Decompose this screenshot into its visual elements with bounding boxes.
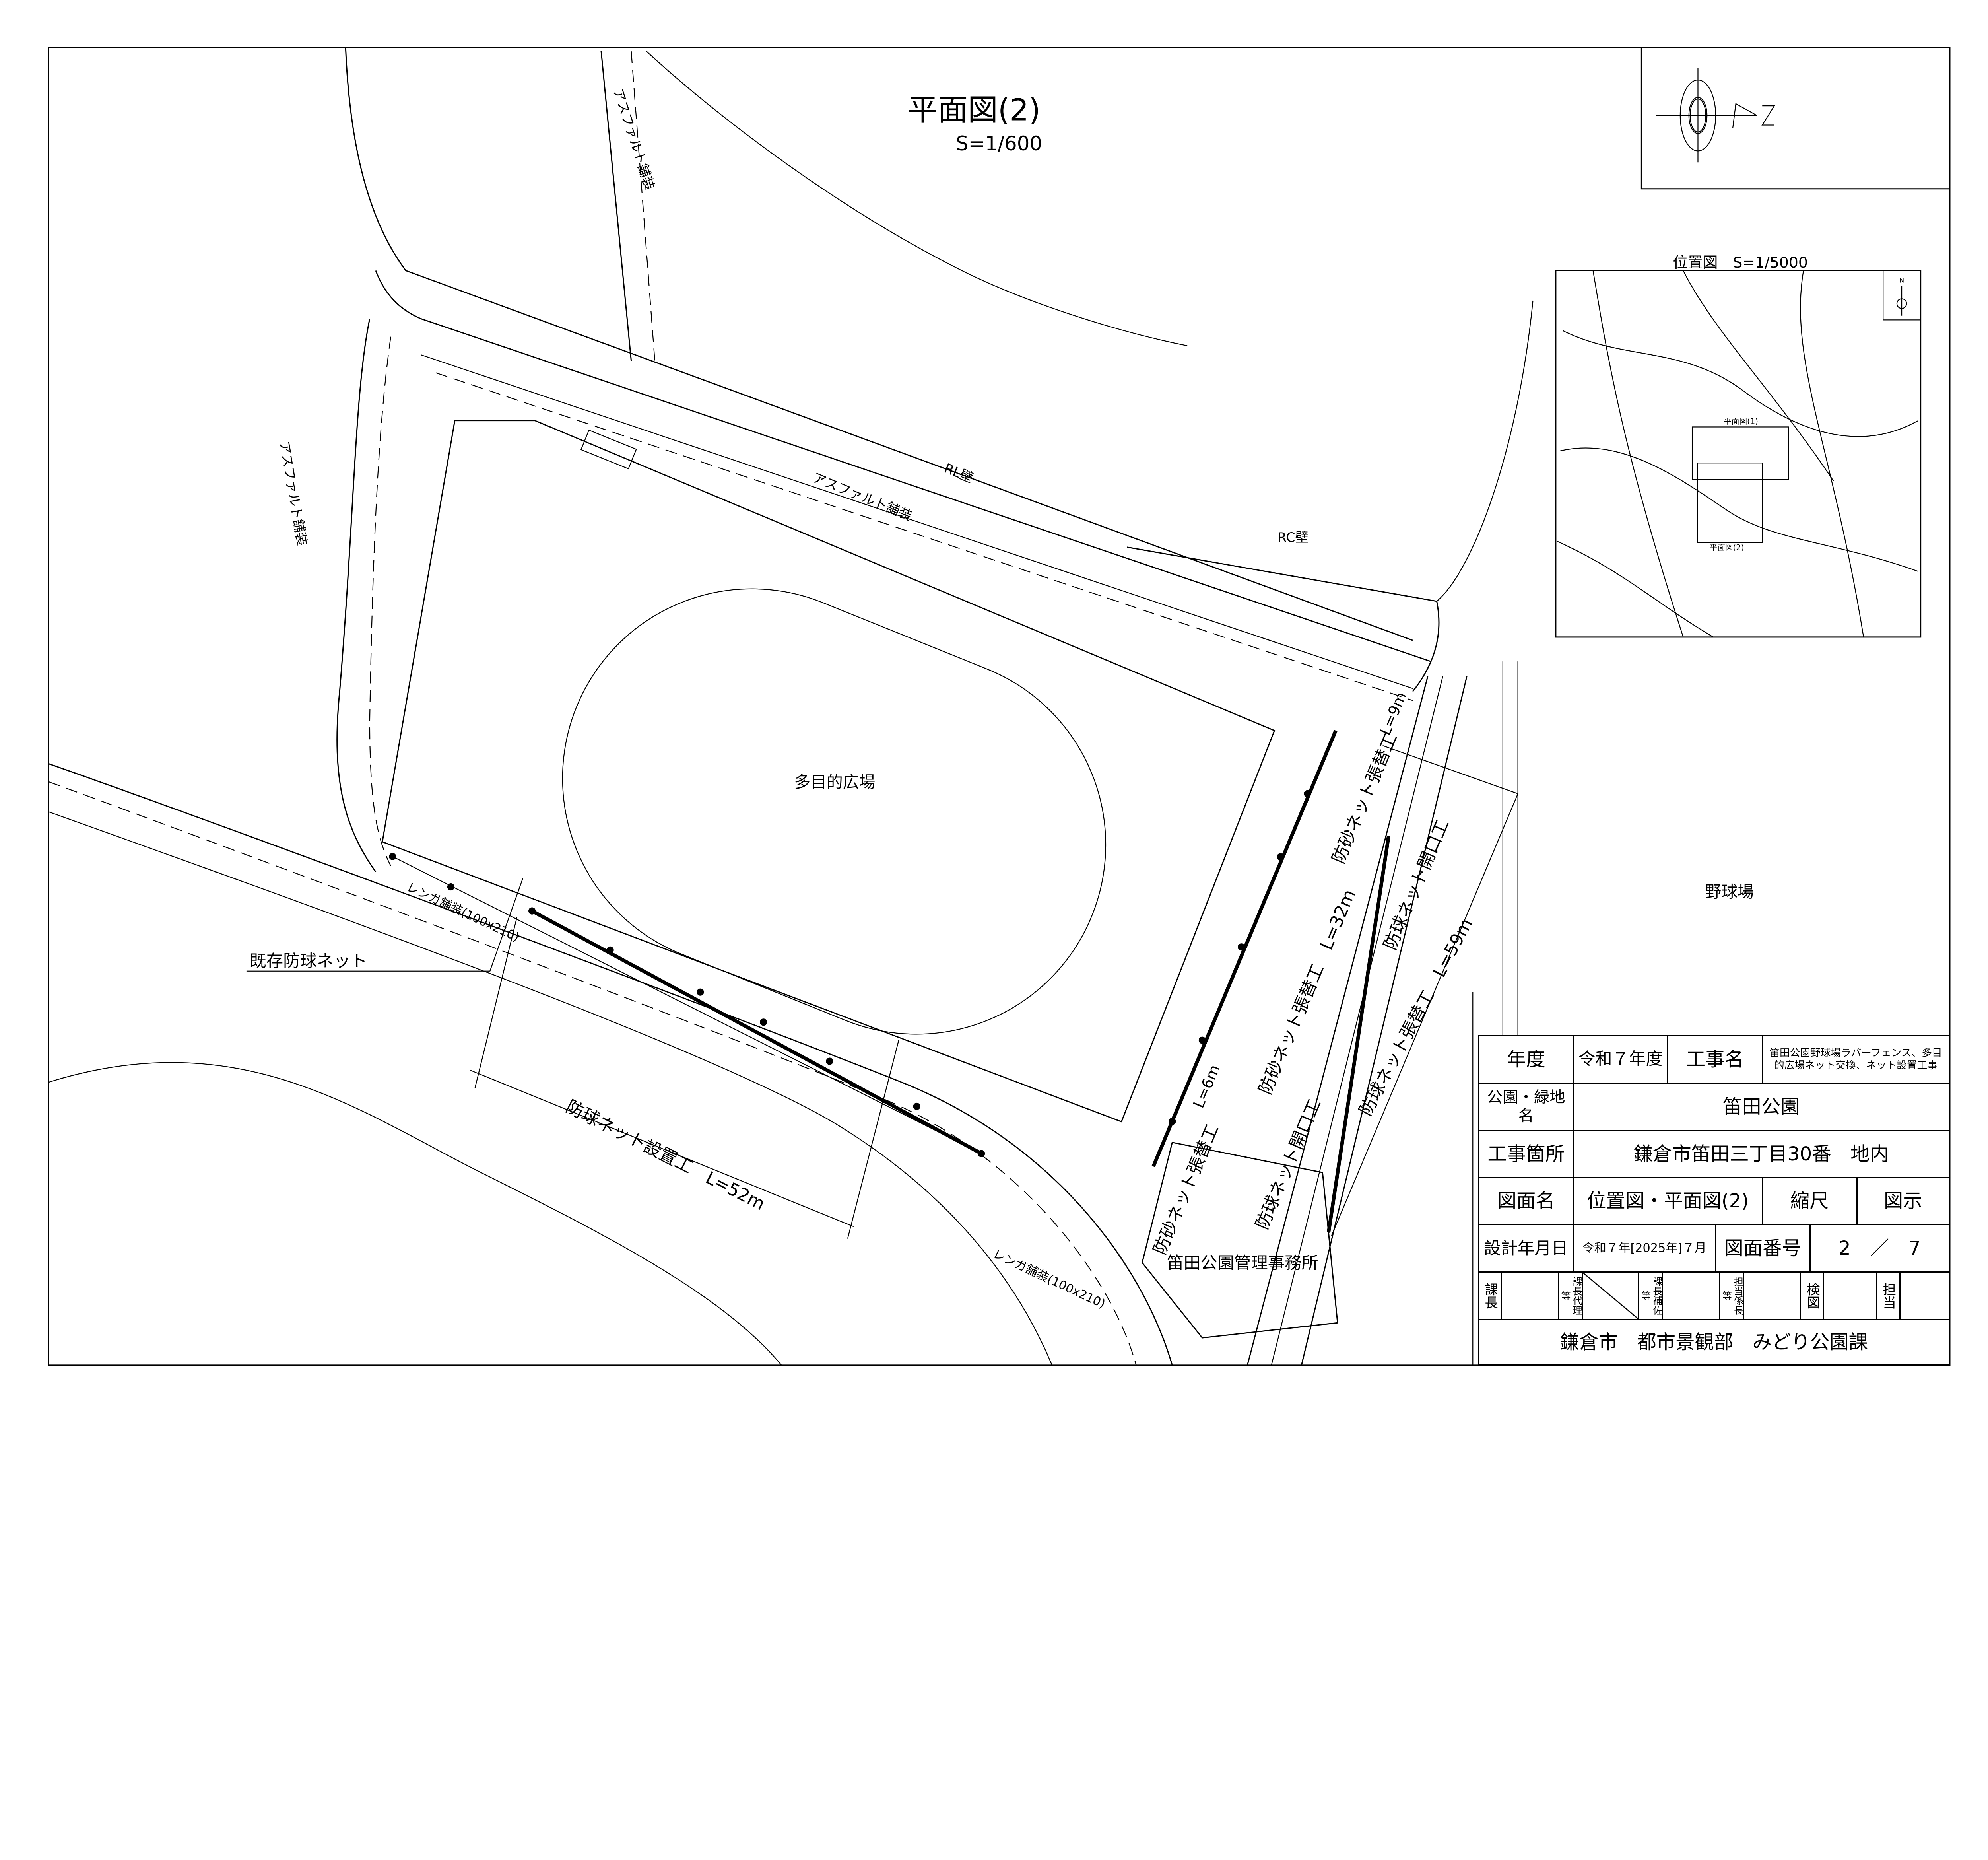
rl-wall-label: RL壁: [942, 460, 975, 486]
management-office-label: 笛田公園管理事務所: [1167, 1253, 1318, 1273]
park-label: 公園・緑地名: [1479, 1083, 1574, 1131]
asphalt-label-2: アスファルト舗装: [610, 86, 658, 192]
stamp-label-staff: 担当: [1877, 1273, 1901, 1320]
scale-label: 縮尺: [1763, 1178, 1858, 1226]
site-value: 鎌倉市笛田三丁目30番 地内: [1574, 1131, 1949, 1178]
location-map: N: [1555, 270, 1922, 638]
title-block: 年度 令和７年度 工事名 笛田公園野球場ラバーフェンス、多目的広場ネット交換、ネ…: [1478, 1035, 1950, 1365]
stamp-label-section-chief: 課長: [1479, 1273, 1502, 1320]
stamp-box: [1502, 1273, 1560, 1320]
department-name: 鎌倉市 都市景観部 みどり公園課: [1560, 1331, 1868, 1353]
stamp-label-subsection-chief: 担当係長等: [1720, 1273, 1744, 1320]
sheet-border: [48, 47, 1951, 1366]
sand-net-top-label: 防砂ネット張替工: [1328, 730, 1401, 867]
road-linework: [48, 48, 1534, 1366]
plan2-marker-label: 平面図(2): [1710, 543, 1744, 552]
work-name-value: 笛田公園野球場ラバーフェンス、多目的広場ネット交換、ネット設置工事: [1763, 1036, 1949, 1084]
compass-rose-icon: [1656, 68, 1775, 163]
stamp-label-assistant: 課長補佐等: [1639, 1273, 1664, 1320]
drawing-sheet: 平面図(2) S=1/600 多目的広場 野球場 既存防球ネット 笛田公園管理事…: [0, 0, 1988, 1406]
ball-net-replace-line: [1326, 835, 1391, 1233]
drawing-scale: S=1/600: [956, 132, 1042, 155]
drawing-name-value: 位置図・平面図(2): [1574, 1178, 1763, 1226]
site-label: 工事箇所: [1479, 1131, 1574, 1178]
rc-wall-label: RC壁: [1277, 529, 1309, 545]
drawing-name-label: 図面名: [1479, 1178, 1574, 1226]
sand-net-top-length: L=9m: [1376, 689, 1410, 738]
plan-drawing: 平面図(2) S=1/600 多目的広場 野球場 既存防球ネット 笛田公園管理事…: [48, 47, 1951, 1366]
year-label: 年度: [1479, 1036, 1574, 1084]
stamp-box: [1900, 1273, 1949, 1320]
drawing-no-label: 図面番号: [1716, 1225, 1811, 1273]
stamp-label-check: 検図: [1801, 1273, 1825, 1320]
ball-net-opening-bottom-label: 防球ネット開口工: [1252, 1096, 1325, 1232]
existing-ball-net: [392, 856, 982, 1154]
drawing-title: 平面図(2): [908, 92, 1041, 127]
existing-net-leader: [246, 878, 524, 972]
design-date-value: 令和７年[2025年]７月: [1574, 1225, 1716, 1273]
north-letter-icon: [1761, 105, 1775, 126]
brick-label-2: レンガ舗装(100x210): [990, 1247, 1107, 1311]
design-date-label: 設計年月日: [1479, 1225, 1574, 1273]
net-posts: [389, 790, 1311, 1157]
baseball-field-label: 野球場: [1705, 882, 1754, 902]
scale-value: 図示: [1857, 1178, 1949, 1226]
park-value: 笛田公園: [1574, 1084, 1949, 1131]
plaza-label: 多目的広場: [794, 773, 875, 792]
work-name-label: 工事名: [1668, 1036, 1763, 1084]
management-office-building: [1142, 1141, 1338, 1339]
ball-net-install-label: 防球ネット設置工 L=52m: [563, 1096, 768, 1215]
running-track-oval: [562, 588, 1107, 1035]
existing-net-label: 既存防球ネット: [249, 951, 367, 970]
asphalt-label-3: アスファルト舗装: [276, 440, 310, 547]
stamp-box: [1744, 1273, 1801, 1320]
map-north-label: N: [1899, 277, 1904, 284]
sand-net-mid-label: 防砂ネット張替工 L=32m: [1255, 886, 1359, 1097]
stamp-box-crossed: [1583, 1273, 1640, 1320]
dimension-lines: [470, 745, 1518, 1239]
stamp-box: [1663, 1273, 1721, 1320]
structure-box: [580, 430, 637, 470]
drawing-no-value: 2 ／ 7: [1810, 1225, 1949, 1273]
year-value: 令和７年度: [1574, 1036, 1669, 1084]
compass-box: [1640, 47, 1950, 190]
plaza-boundary: [381, 420, 1276, 1123]
location-map-title: 位置図 S=1/5000: [1673, 254, 1808, 271]
stamp-box: [1824, 1273, 1877, 1320]
plan1-marker-label: 平面図(1): [1724, 417, 1758, 426]
stamp-label-deputy: 課長代理等: [1559, 1273, 1583, 1320]
